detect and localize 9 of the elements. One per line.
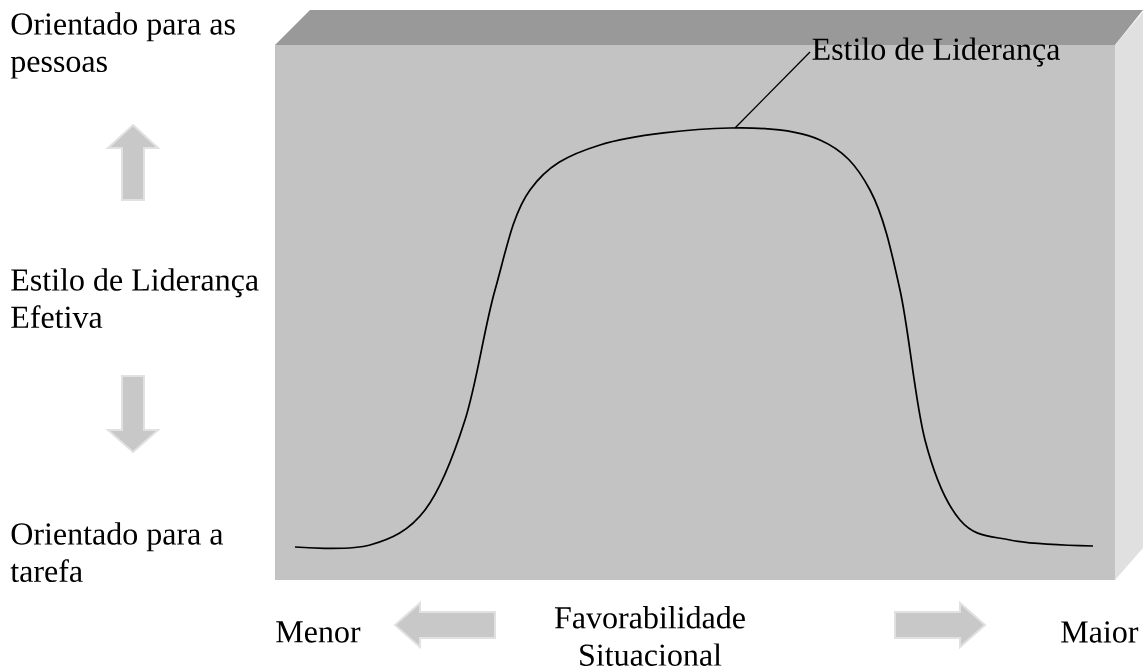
axis-label: Estilo de Liderança Efetiva xyxy=(11,268,259,329)
axis-label: Orientado para a tarefa xyxy=(10,522,224,583)
leader-line xyxy=(734,51,811,129)
axis-label: Menor xyxy=(276,621,361,643)
axis-label: Maior xyxy=(1061,621,1139,643)
curve-label: Estilo de Liderança xyxy=(812,37,1060,67)
bell-curve xyxy=(294,127,1094,550)
axis-label: Orientado para as pessoas xyxy=(10,12,235,79)
axis-label: Favorabilidade Situacional xyxy=(554,606,745,666)
